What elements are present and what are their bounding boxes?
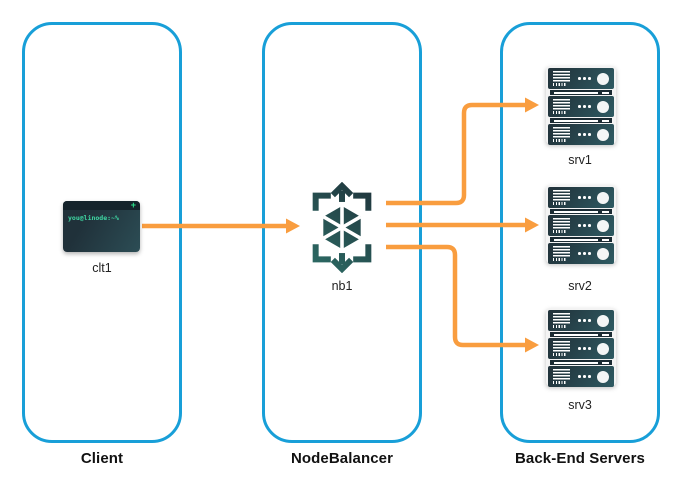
server-vents-icon bbox=[553, 99, 570, 114]
rack-divider bbox=[550, 237, 612, 242]
terminal-icon: + you@linode:~% bbox=[63, 201, 140, 252]
rack-divider bbox=[550, 332, 612, 337]
server-disc-icon bbox=[597, 128, 609, 141]
server-dots-icon bbox=[578, 133, 591, 136]
server-dots-icon bbox=[578, 375, 591, 378]
server-vents-icon bbox=[553, 313, 570, 328]
server-rack-icon bbox=[546, 308, 616, 387]
nodebalancer-icon bbox=[312, 182, 372, 273]
node-label-clt1: clt1 bbox=[92, 261, 112, 275]
node-label-nb1: nb1 bbox=[331, 279, 353, 293]
terminal-plus-icon: + bbox=[130, 201, 136, 210]
column-label-nodebalancer: NodeBalancer bbox=[290, 450, 394, 467]
server-disc-icon bbox=[597, 191, 609, 204]
server-dots-icon bbox=[578, 196, 591, 199]
rack-divider bbox=[550, 360, 612, 365]
rack-divider bbox=[550, 90, 612, 95]
rack-divider bbox=[550, 118, 612, 123]
server-dots-icon bbox=[578, 252, 591, 255]
server-disc-icon bbox=[597, 370, 609, 383]
terminal-prompt-text: you@linode:~% bbox=[68, 214, 119, 222]
server-unit bbox=[548, 68, 614, 89]
server-disc-icon bbox=[597, 100, 609, 113]
server-vents-icon bbox=[553, 218, 570, 233]
column-label-client: Client bbox=[80, 450, 124, 467]
server-disc-icon bbox=[597, 247, 609, 260]
server-unit bbox=[548, 310, 614, 331]
server-rack-icon bbox=[546, 66, 616, 145]
server-vents-icon bbox=[553, 246, 570, 261]
column-label-backend: Back-End Servers bbox=[514, 450, 645, 467]
server-disc-icon bbox=[597, 219, 609, 232]
server-rack-icon bbox=[546, 185, 616, 264]
server-unit bbox=[548, 124, 614, 145]
rack-divider bbox=[550, 209, 612, 214]
server-disc-icon bbox=[597, 314, 609, 327]
server-vents-icon bbox=[553, 190, 570, 205]
server-dots-icon bbox=[578, 77, 591, 80]
node-label-srv2: srv2 bbox=[568, 279, 592, 293]
server-dots-icon bbox=[578, 347, 591, 350]
node-label-srv1: srv1 bbox=[568, 153, 592, 167]
server-vents-icon bbox=[553, 71, 570, 86]
server-vents-icon bbox=[553, 127, 570, 142]
server-dots-icon bbox=[578, 224, 591, 227]
server-dots-icon bbox=[578, 105, 591, 108]
server-unit bbox=[548, 215, 614, 236]
node-label-srv3: srv3 bbox=[568, 398, 592, 412]
server-dots-icon bbox=[578, 319, 591, 322]
server-unit bbox=[548, 338, 614, 359]
server-unit bbox=[548, 366, 614, 387]
server-disc-icon bbox=[597, 342, 609, 355]
terminal-titlebar: + bbox=[63, 201, 140, 210]
server-unit bbox=[548, 96, 614, 117]
server-vents-icon bbox=[553, 369, 570, 384]
server-vents-icon bbox=[553, 341, 570, 356]
server-unit bbox=[548, 187, 614, 208]
server-unit bbox=[548, 243, 614, 264]
server-disc-icon bbox=[597, 72, 609, 85]
